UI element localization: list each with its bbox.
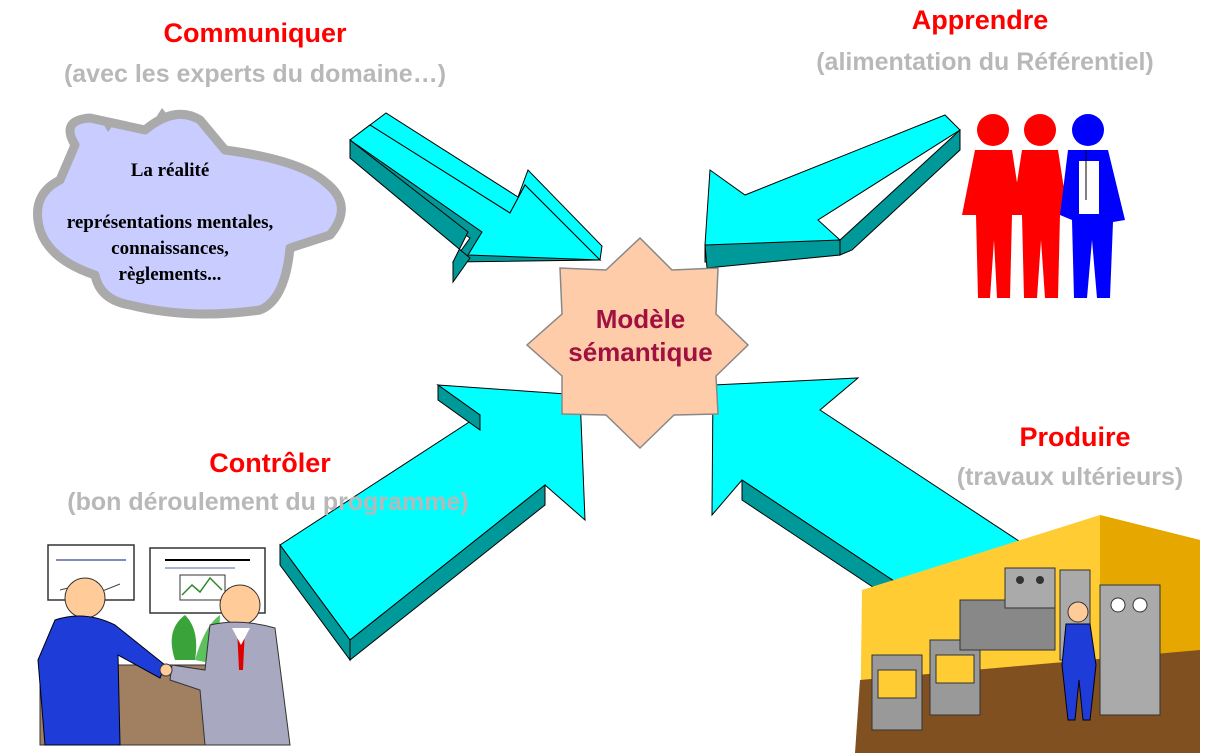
communiquer-subtitle: (avec les experts du domaine…) [63, 60, 447, 88]
cloud-label: La réalité représentations mentales, con… [40, 158, 300, 288]
controler-title: Contrôler [209, 448, 331, 478]
apprendre-subtitle: (alimentation du Référentiel) [816, 48, 1154, 76]
arrow-top-left [349, 112, 603, 284]
center-label: Modèle sémantique [548, 303, 733, 369]
cloud-line-1: La réalité [130, 160, 210, 181]
center-star [525, 236, 750, 450]
center-line-1: Modèle [595, 304, 686, 334]
cloud-line-2: représentations mentales, [66, 212, 274, 233]
meeting-icon [37, 544, 291, 746]
communiquer-title: Communiquer [163, 18, 347, 48]
produire-title: Produire [1019, 422, 1131, 452]
arrow-bottom-left [279, 384, 586, 662]
factory-icon [855, 515, 1200, 753]
center-line-2: sémantique [568, 337, 713, 367]
cloud-line-3: connaissances, [111, 238, 229, 259]
people-icon [962, 114, 1125, 298]
cloud-line-4: règlements... [118, 264, 222, 285]
produire-subtitle: (travaux ultérieurs) [956, 463, 1184, 491]
cloud-icon [33, 108, 346, 319]
arrow-top-right [704, 114, 961, 269]
controler-subtitle: (bon déroulement du programme) [67, 488, 469, 516]
apprendre-title: Apprendre [911, 5, 1049, 35]
